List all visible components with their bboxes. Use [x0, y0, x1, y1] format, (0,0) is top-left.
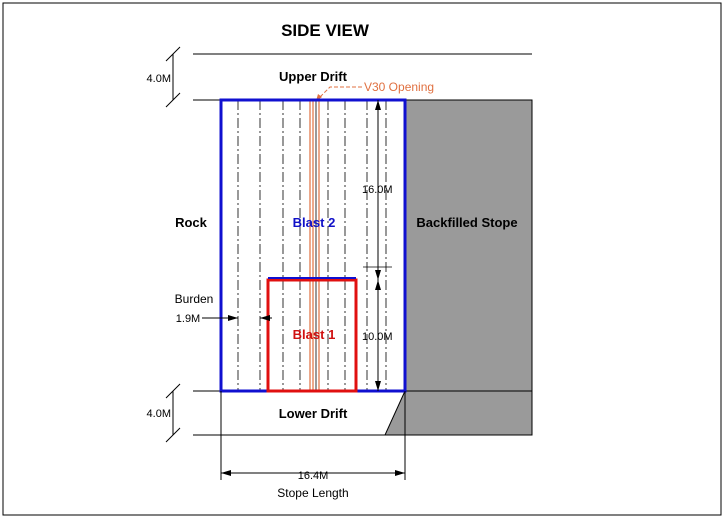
- lower-dim-tick-bottom: [165, 427, 181, 443]
- burden-arrow-left: [228, 315, 238, 321]
- upper-dim-tick-top: [165, 46, 181, 62]
- blast2-height-label: 16.0M: [362, 184, 393, 196]
- blast2-label: Blast 2: [293, 215, 336, 230]
- burden-label: Burden: [175, 292, 214, 306]
- lower-drift-label: Lower Drift: [279, 406, 348, 421]
- v30-leader-line: [317, 86, 362, 100]
- stope-dim-arrow-right: [395, 470, 405, 476]
- upper-dim-tick-bottom: [165, 92, 181, 108]
- v30-opening-lines: [309, 100, 320, 391]
- burden-value-label: 1.9M: [176, 313, 200, 325]
- burden-arrow-right: [260, 315, 270, 321]
- blast1-dim-arrow-bottom: [375, 381, 381, 391]
- backfilled-stope-label: Backfilled Stope: [416, 215, 517, 230]
- page-title: SIDE VIEW: [281, 21, 370, 40]
- blast1-height-label: 10.0M: [362, 331, 393, 343]
- stope-length-caption: Stope Length: [277, 486, 348, 500]
- upper-drift-label: Upper Drift: [279, 69, 348, 84]
- stope-dim-arrow-left: [221, 470, 231, 476]
- upper-drift-height-label: 4.0M: [147, 73, 171, 85]
- drill-holes: [237, 100, 387, 391]
- lower-dim-tick-top: [165, 383, 181, 399]
- blast1-label: Blast 1: [293, 327, 336, 342]
- stope-length-value: 16.4M: [298, 470, 329, 482]
- backfill-lower-area: [384, 390, 533, 436]
- blast2-dim-arrow-bottom: [375, 270, 381, 280]
- blast2-dim-arrow-top: [375, 100, 381, 110]
- rock-label: Rock: [175, 215, 208, 230]
- v30-opening-label: V30 Opening: [364, 80, 434, 94]
- blast1-dim-arrow-top: [375, 280, 381, 290]
- backfilled-stope-area: [404, 99, 533, 392]
- blast1-outline: [266, 278, 358, 393]
- lower-drift-height-label: 4.0M: [147, 408, 171, 420]
